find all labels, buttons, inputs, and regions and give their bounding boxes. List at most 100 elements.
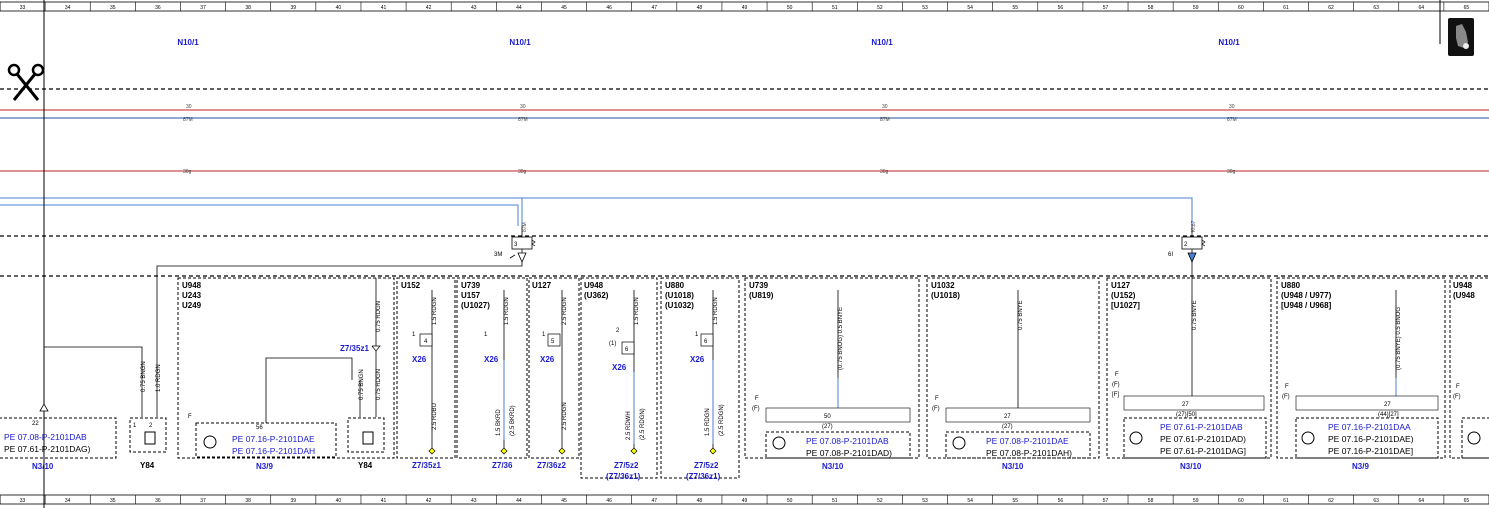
- column-u948[interactable]: 1.5 RDGN 2 (1) 6 X26 2.5 RDWH (2.5 RDGN)…: [606, 290, 646, 481]
- u739-wiring[interactable]: (0.75 BNOG) 0.5 BNYE 50 (27) PE 07.08-P-…: [765, 290, 911, 471]
- svg-text:0.75 BNGN: 0.75 BNGN: [359, 369, 365, 400]
- svg-text:(U819): (U819): [749, 291, 774, 300]
- u1032-wiring[interactable]: 0.75 BNYE 27 (27) PE 07.08-P-2101DAE PE …: [945, 290, 1091, 471]
- svg-text:Kl.87: Kl.87: [1191, 220, 1197, 232]
- column-u127[interactable]: 2.5 RDGN 1 5 X26 2.5 RDGN Z7/36z2: [537, 290, 568, 470]
- svg-text:87M: 87M: [1227, 117, 1237, 123]
- svg-text:5: 5: [551, 339, 555, 345]
- ruler-number: 38: [245, 498, 251, 504]
- ruler-number: 48: [697, 498, 703, 504]
- svg-text:U880: U880: [665, 281, 685, 290]
- column-u880[interactable]: 1.5 RDGN 1 6 X26 1.5 RDGN (2.5 RDGN) Z7/…: [686, 290, 725, 481]
- svg-text:30g: 30g: [880, 169, 889, 175]
- terminal-diamonds: [428, 447, 717, 455]
- svg-text:PE 07.61-P-2101DAG]: PE 07.61-P-2101DAG]: [1160, 446, 1246, 456]
- block-b3: U739 U157 (U1027): [456, 277, 528, 459]
- ruler-number: 62: [1328, 498, 1334, 504]
- svg-text:Z7/36: Z7/36: [492, 461, 513, 470]
- hand-cursor-icon[interactable]: [1448, 18, 1474, 56]
- svg-text:56: 56: [256, 425, 263, 431]
- ruler-number: 39: [291, 5, 297, 11]
- svg-text:PE 07.61-P-2101DAB: PE 07.61-P-2101DAB: [1160, 422, 1243, 432]
- n39-refbox[interactable]: 56 PE 07.16-P-2101DAE PE 07.16-P-2101DAH…: [195, 357, 353, 471]
- z7-35z1-top: Z7/35z1: [340, 344, 369, 353]
- svg-text:X26: X26: [412, 355, 427, 364]
- ruler-number: 36: [155, 498, 161, 504]
- u880-wiring[interactable]: (0.75 BNYE) 0.5 BNOG 27 (44)[27] PE 07.1…: [1295, 290, 1439, 471]
- svg-text:2: 2: [616, 328, 620, 334]
- ruler-number: 46: [606, 5, 612, 11]
- n10-label-2: N10/1: [509, 38, 531, 47]
- n39-label-1: N3/9: [256, 462, 273, 471]
- fuse-3m[interactable]: 3 3M 87M: [494, 222, 536, 263]
- svg-text:4: 4: [424, 339, 428, 345]
- scissors-icon[interactable]: [7, 63, 45, 101]
- svg-text:F: F: [1115, 372, 1119, 378]
- fuse-6i[interactable]: 2 6I Kl.87: [1168, 220, 1206, 263]
- svg-text:(2.5 RDGN): (2.5 RDGN): [719, 404, 725, 436]
- svg-text:2: 2: [149, 423, 153, 429]
- y84-right-label: Y84: [358, 461, 373, 470]
- ruler-number: 48: [697, 5, 703, 11]
- ruler-number: 51: [832, 5, 838, 11]
- svg-text:N3/10: N3/10: [1180, 462, 1202, 471]
- ruler-number: 37: [200, 498, 206, 504]
- svg-text:30: 30: [1229, 104, 1235, 110]
- y84-left[interactable]: 0.75 BNGN 1.0 RDGN 1 2 Y84: [129, 361, 167, 470]
- svg-text:U948: U948: [1453, 281, 1473, 290]
- svg-text:N3/9: N3/9: [1352, 462, 1369, 471]
- n10-label-4: N10/1: [1218, 38, 1240, 47]
- n10-label-1: N10/1: [177, 38, 199, 47]
- column-u152[interactable]: 1.5 RDGN 1 4 X26 2.5 RDBU Z7/35z1: [412, 290, 441, 470]
- ruler-number: 65: [1464, 498, 1470, 504]
- ruler-number: 64: [1419, 5, 1425, 11]
- svg-text:(U1027): (U1027): [461, 301, 490, 310]
- svg-text:0.75 BNGN: 0.75 BNGN: [141, 361, 147, 392]
- ruler-number: 54: [967, 498, 973, 504]
- svg-text:(F): (F): [932, 406, 940, 412]
- svg-text:(1): (1): [609, 341, 616, 347]
- svg-text:U127: U127: [1111, 281, 1131, 290]
- svg-text:PE 07.16-P-2101DAE]: PE 07.16-P-2101DAE]: [1328, 446, 1413, 456]
- svg-text:2.5 RDGN: 2.5 RDGN: [562, 402, 568, 430]
- svg-text:2.5 RDBU: 2.5 RDBU: [432, 403, 438, 430]
- svg-text:U249: U249: [182, 301, 202, 310]
- svg-text:(0.75 BNYE) 0.5 BNOG: (0.75 BNYE) 0.5 BNOG: [1396, 307, 1402, 370]
- svg-text:3M: 3M: [494, 252, 502, 258]
- feed-wire-right: [522, 197, 1193, 226]
- ruler-number: 36: [155, 5, 161, 11]
- svg-text:Z7/5z2: Z7/5z2: [614, 461, 639, 470]
- svg-text:1: 1: [412, 332, 416, 338]
- ruler-number: 41: [381, 498, 387, 504]
- svg-text:1: 1: [695, 332, 699, 338]
- svg-text:(27)[50]: (27)[50]: [1176, 412, 1197, 418]
- ruler-number: 62: [1328, 5, 1334, 11]
- svg-text:PE 07.16-P-2101DAE): PE 07.16-P-2101DAE): [1328, 434, 1414, 444]
- ruler-number: 39: [291, 498, 297, 504]
- ruler-number: 34: [65, 498, 71, 504]
- u127-wiring[interactable]: 0.75 BNYE 27 (27)[50] PE 07.61-P-2101DAB…: [1123, 300, 1267, 471]
- svg-text:30g: 30g: [183, 169, 192, 175]
- ref-box-left[interactable]: PE 07.08-P-2101DAB PE 07.61-P-2101DAG) N…: [0, 417, 117, 471]
- n310-label-1: N3/10: [32, 462, 54, 471]
- ruler-number: 47: [651, 498, 657, 504]
- block-b7: U739 (U819) F (F): [744, 277, 920, 459]
- svg-text:(U948: (U948: [1453, 291, 1475, 300]
- y84-right[interactable]: 0.75 BNGN 0.75 RDGN 0.75 RDGN Z7/35z1 Y8…: [340, 278, 385, 470]
- svg-text:(Z7/36z1): (Z7/36z1): [606, 472, 641, 481]
- ruler-number: 65: [1464, 5, 1470, 11]
- ruler-number: 44: [516, 5, 522, 11]
- dist-wire: [156, 262, 523, 395]
- ruler-number: 41: [381, 5, 387, 11]
- svg-text:N3/10: N3/10: [1002, 462, 1024, 471]
- svg-text:PE 07.16-P-2101DAE: PE 07.16-P-2101DAE: [232, 434, 315, 444]
- column-u739[interactable]: 1.5 RDGN 1 X26 1.5 BKRD (2.5 BKRD) Z7/36: [484, 290, 516, 470]
- b11-ground-icon: [1467, 431, 1481, 445]
- svg-text:87M: 87M: [518, 117, 528, 123]
- pin-22: 22: [32, 421, 39, 427]
- svg-text:6: 6: [704, 339, 708, 345]
- svg-text:87M: 87M: [183, 117, 193, 123]
- svg-text:PE 07.16-P-2101DAA: PE 07.16-P-2101DAA: [1328, 422, 1411, 432]
- block-b11: U948 (U948 F (F): [1449, 277, 1489, 459]
